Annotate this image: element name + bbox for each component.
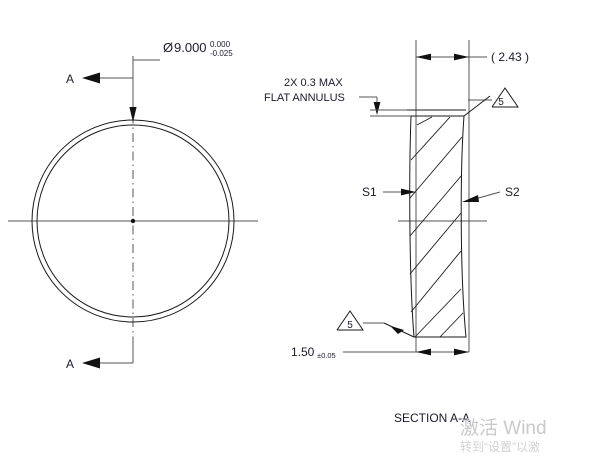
- diameter-tolerance-lower: -0.025: [210, 49, 233, 58]
- thickness-dimension: 1.50 ±0.05: [291, 345, 469, 360]
- flat-annulus-note: 2X 0.3 MAX FLAT ANNULUS: [264, 77, 411, 117]
- diameter-leader: [129, 59, 160, 122]
- surface-finish-bottom-value: 5: [347, 320, 353, 331]
- section-arrow-bottom: A: [66, 338, 134, 371]
- section-arrow-bottom-label: A: [66, 357, 74, 371]
- section-caption: SECTION A-A: [394, 411, 470, 425]
- section-arrow-top-label: A: [66, 72, 74, 86]
- flat-annulus-note-line2: FLAT ANNULUS: [264, 92, 345, 104]
- front-view: Ø 9.000 0.000 -0.025 A A: [8, 40, 258, 371]
- surface-finish-symbol-bottom: 5: [336, 310, 384, 331]
- surface-finish-top-value: 5: [498, 97, 504, 108]
- section-profile-outline: [409, 115, 467, 338]
- surface-finish-symbol-top: 5: [468, 87, 519, 108]
- inner-circle: [36, 124, 230, 318]
- reference-dimension-text: ( 2.43 ): [491, 50, 529, 64]
- diameter-symbol: Ø: [163, 40, 173, 55]
- surface-finish-top-leader: [463, 95, 491, 117]
- section-view: ( 2.43 ) 2X 0.3 MAX FLAT ANNULUS: [264, 40, 529, 425]
- diameter-nominal: 9.000: [174, 40, 207, 55]
- surface-label-s1: S1: [362, 185, 416, 199]
- section-hatching: [409, 116, 464, 338]
- reference-dimension-243: ( 2.43 ): [416, 50, 529, 64]
- surface-label-s2-text: S2: [505, 185, 520, 199]
- front-view-center-point: [130, 218, 136, 224]
- section-arrow-top: A: [66, 56, 134, 86]
- surface-label-s1-text: S1: [362, 185, 377, 199]
- thickness-dimension-value: 1.50: [291, 345, 315, 359]
- diameter-tolerance-upper: 0.000: [210, 40, 231, 49]
- surface-finish-bottom-arrow: [390, 325, 404, 334]
- surface-label-s2: S2: [462, 185, 520, 202]
- thickness-dimension-tolerance: ±0.05: [317, 351, 336, 360]
- flat-annulus-note-line1: 2X 0.3 MAX: [284, 77, 343, 89]
